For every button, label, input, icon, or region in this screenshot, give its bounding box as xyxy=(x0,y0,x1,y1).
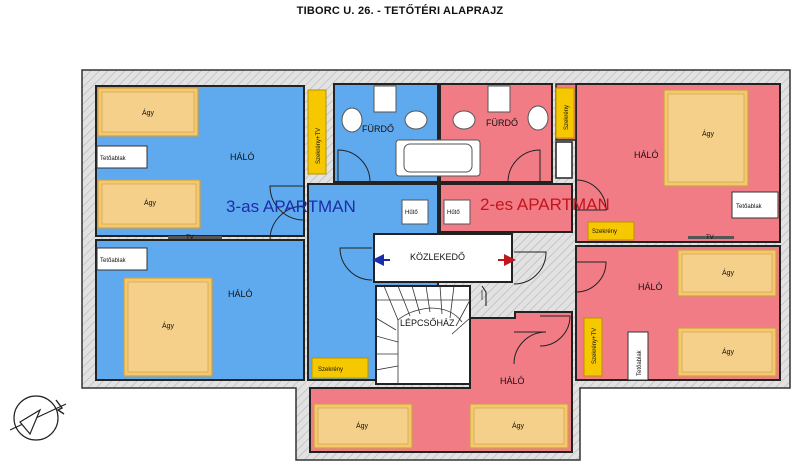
plan-title: TIBORC U. 26. - TETŐTÉRI ALAPRAJZ xyxy=(296,5,504,17)
room-label-halo-5: HÁLÓ xyxy=(500,376,525,386)
closet-red-bedroom xyxy=(587,221,635,241)
closet-label: Szekrény xyxy=(564,105,570,130)
skylights xyxy=(96,145,779,381)
room-label-halo-1: HÁLÓ xyxy=(230,152,255,162)
bed-label: Ágy xyxy=(722,347,735,356)
closet-tv-label: Szekrény+TV xyxy=(592,328,598,364)
closet-label: Szekrény xyxy=(318,367,343,373)
bed-label: Ágy xyxy=(162,321,175,330)
bed-label: Ágy xyxy=(722,268,735,277)
sink-red-2 xyxy=(527,105,549,131)
sink-blue xyxy=(341,107,363,133)
fridge-label: Hűtő xyxy=(447,210,460,216)
tv-label: TV xyxy=(186,235,194,241)
bed-blue-1 xyxy=(97,87,199,137)
fridge-red xyxy=(443,199,471,225)
stairs xyxy=(375,285,483,384)
bed-label: Ágy xyxy=(702,129,715,138)
doors xyxy=(269,149,607,365)
closet-label: Szekrény xyxy=(592,229,617,235)
closet-red-top xyxy=(555,87,575,139)
tv-red xyxy=(688,236,734,239)
room-label-furdo-2: FÜRDŐ xyxy=(486,118,518,128)
bed-red-5 xyxy=(469,403,569,449)
skylight-label: Tetőablak xyxy=(100,156,127,162)
room-label-kozlekedo: KÖZLEKEDŐ xyxy=(410,252,465,262)
stairwell xyxy=(375,285,471,385)
apartment-2-label: 2-es APARTMAN xyxy=(480,195,610,214)
fridge-blue xyxy=(401,199,429,225)
bed-red-2 xyxy=(677,249,777,297)
skylight-label: Tetőablak xyxy=(736,204,763,210)
bed-red-1 xyxy=(663,89,749,187)
tv-blue xyxy=(168,236,222,239)
bed-label: Ágy xyxy=(512,421,525,430)
bed-blue-2 xyxy=(97,179,201,229)
closet-tv-red xyxy=(583,317,603,377)
bed-red-4 xyxy=(313,403,413,449)
skylight-blue-1 xyxy=(96,145,148,169)
fridge-label: Hűtő xyxy=(405,210,418,216)
room-label-halo-4: HÁLÓ xyxy=(638,282,663,292)
closet-tv-blue xyxy=(307,89,327,175)
closet-tv-label: Szekrény+TV xyxy=(316,128,322,164)
room-label-lepcsohaz: LÉPCSŐHÁZ xyxy=(400,318,455,328)
beds xyxy=(97,87,777,449)
bed-label: Ágy xyxy=(144,198,157,207)
room-label-halo-2: HÁLÓ xyxy=(228,289,253,299)
tv-label: TV xyxy=(706,235,714,241)
toilet-blue xyxy=(373,85,397,113)
skylight-label: Tetőablak xyxy=(637,349,643,376)
bathroom-fixtures xyxy=(341,85,549,177)
apartment-3-label: 3-as APARTMAN xyxy=(226,197,356,216)
bed-label: Ágy xyxy=(356,421,369,430)
skylight-red-1 xyxy=(731,191,779,219)
room-label-halo-3: HÁLÓ xyxy=(634,150,659,160)
closets xyxy=(307,87,635,379)
skylight-blue-2 xyxy=(96,247,148,271)
sink-red xyxy=(452,110,476,130)
compass-icon xyxy=(9,395,67,441)
fridges xyxy=(401,199,471,225)
closet-blue-hall xyxy=(311,357,369,379)
bed-label: Ágy xyxy=(142,108,155,117)
skylight-label: Tetőablak xyxy=(100,258,127,264)
toilet-red xyxy=(487,85,511,113)
bed-red-3 xyxy=(677,327,777,377)
room-label-furdo-1: FÜRDŐ xyxy=(362,124,394,134)
sink-blue-2 xyxy=(404,110,428,130)
skylight-red-2 xyxy=(627,331,649,381)
bed-blue-3 xyxy=(123,277,213,377)
